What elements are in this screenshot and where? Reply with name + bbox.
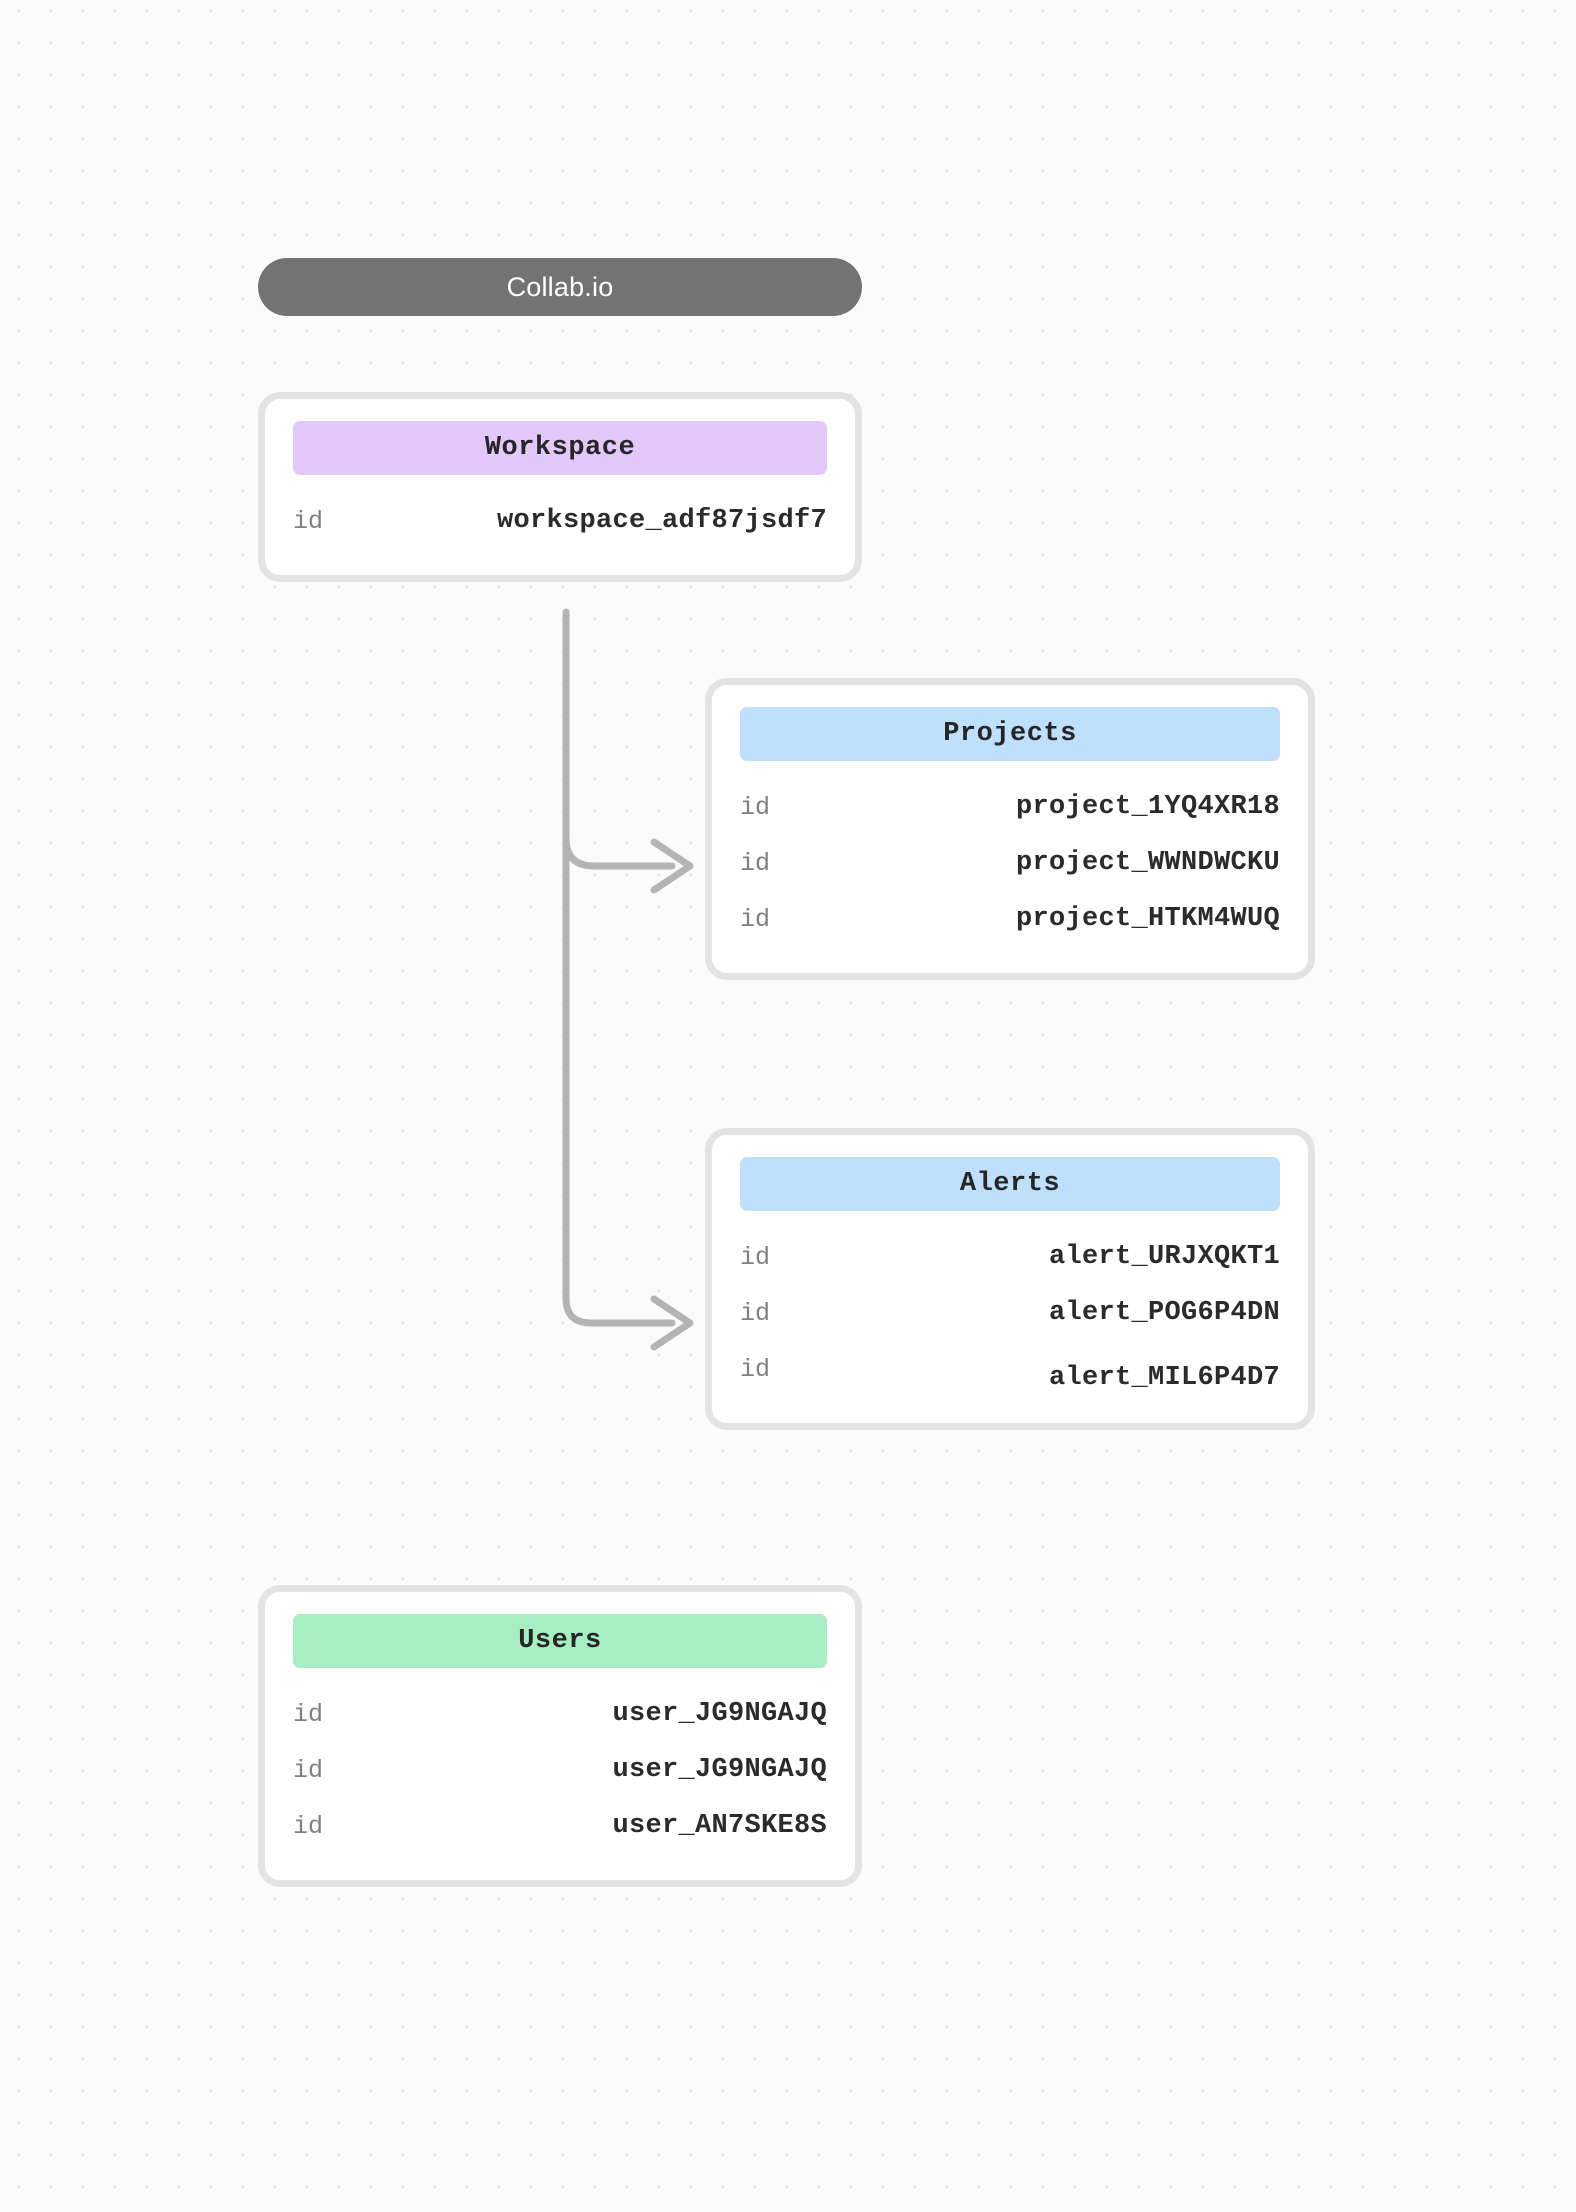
row-value: workspace_adf87jsdf7 [496, 505, 827, 536]
table-row[interactable]: id user_AN7SKE8S [293, 1798, 827, 1854]
entity-header-projects: Projects [740, 707, 1280, 761]
entity-title-alerts: Alerts [959, 1168, 1061, 1199]
row-value: alert_POG6P4DN [1048, 1297, 1280, 1328]
row-key: id [740, 1298, 771, 1328]
table-row[interactable]: id user_JG9NGAJQ [293, 1742, 827, 1798]
edge-workspace-to-alerts [562, 608, 676, 1327]
entity-rows-users: id user_JG9NGAJQ id user_JG9NGAJQ id use… [293, 1686, 827, 1854]
row-value: user_JG9NGAJQ [612, 1754, 827, 1785]
entity-header-workspace: Workspace [293, 421, 827, 475]
entity-card-projects[interactable]: Projects id project_1YQ4XR18 id project_… [705, 678, 1315, 980]
table-row[interactable]: id project_HTKM4WUQ [740, 891, 1280, 947]
entity-rows-alerts: id alert_URJXQKT1 id alert_POG6P4DN id a… [740, 1229, 1280, 1397]
table-row[interactable]: id project_1YQ4XR18 [740, 779, 1280, 835]
entity-card-users[interactable]: Users id user_JG9NGAJQ id user_JG9NGAJQ … [258, 1585, 862, 1887]
table-row[interactable]: id alert_MIL6P4D7 [740, 1341, 1280, 1397]
entity-header-users: Users [293, 1614, 827, 1668]
entity-rows-projects: id project_1YQ4XR18 id project_WWNDWCKU … [740, 779, 1280, 947]
table-row[interactable]: id workspace_adf87jsdf7 [293, 493, 827, 549]
table-row[interactable]: id project_WWNDWCKU [740, 835, 1280, 891]
arrowhead-projects-icon [650, 838, 694, 894]
row-key: id [740, 848, 771, 878]
row-value: user_AN7SKE8S [612, 1810, 827, 1841]
row-key: id [293, 1755, 324, 1785]
edge-workspace-to-projects [562, 834, 676, 870]
diagram-title: Collab.io [506, 271, 614, 302]
row-key: id [293, 506, 324, 536]
row-key: id [740, 904, 771, 934]
row-value: alert_MIL6P4D7 [1048, 1362, 1280, 1393]
row-value: project_WWNDWCKU [1015, 847, 1280, 878]
entity-title-workspace: Workspace [484, 432, 636, 463]
arrowhead-alerts-icon [650, 1295, 694, 1351]
diagram-title-pill[interactable]: Collab.io [258, 258, 862, 316]
row-value: project_HTKM4WUQ [1015, 903, 1280, 934]
row-value: alert_URJXQKT1 [1048, 1241, 1280, 1272]
row-value: user_JG9NGAJQ [612, 1698, 827, 1729]
entity-title-users: Users [518, 1625, 602, 1656]
row-key: id [740, 1354, 771, 1384]
entity-card-workspace[interactable]: Workspace id workspace_adf87jsdf7 [258, 392, 862, 582]
row-key: id [293, 1811, 324, 1841]
table-row[interactable]: id user_JG9NGAJQ [293, 1686, 827, 1742]
row-key: id [293, 1699, 324, 1729]
table-row[interactable]: id alert_URJXQKT1 [740, 1229, 1280, 1285]
entity-title-projects: Projects [943, 718, 1077, 749]
table-row[interactable]: id alert_POG6P4DN [740, 1285, 1280, 1341]
entity-rows-workspace: id workspace_adf87jsdf7 [293, 493, 827, 549]
row-key: id [740, 792, 771, 822]
entity-card-alerts[interactable]: Alerts id alert_URJXQKT1 id alert_POG6P4… [705, 1128, 1315, 1430]
row-value: project_1YQ4XR18 [1015, 791, 1280, 822]
entity-header-alerts: Alerts [740, 1157, 1280, 1211]
row-key: id [740, 1242, 771, 1272]
